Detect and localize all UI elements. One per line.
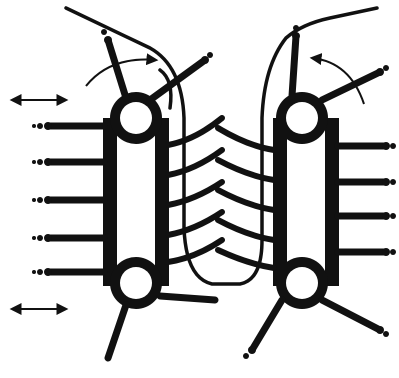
right-inner-ribs (218, 128, 274, 268)
left-pulley-bottom-hub (120, 267, 152, 299)
left-bottom-arm (108, 296, 215, 358)
right-frame-bar-inner (273, 118, 287, 286)
left-top-arm (108, 40, 205, 100)
left-pulley-top-hub (120, 102, 152, 134)
left-outer-ribs (48, 126, 104, 272)
right-frame (218, 25, 396, 359)
right-outer-ribs (338, 146, 386, 252)
left-inner-ribs (168, 118, 222, 262)
right-bottom-arm (252, 300, 380, 350)
left-outer-rib-tips (32, 122, 52, 276)
right-top-arm (292, 36, 380, 100)
right-outer-rib-tips (382, 142, 396, 256)
right-pulley-top-hub (286, 102, 318, 134)
motion-arrows (12, 100, 66, 309)
right-pulley-bottom-hub (286, 267, 318, 299)
